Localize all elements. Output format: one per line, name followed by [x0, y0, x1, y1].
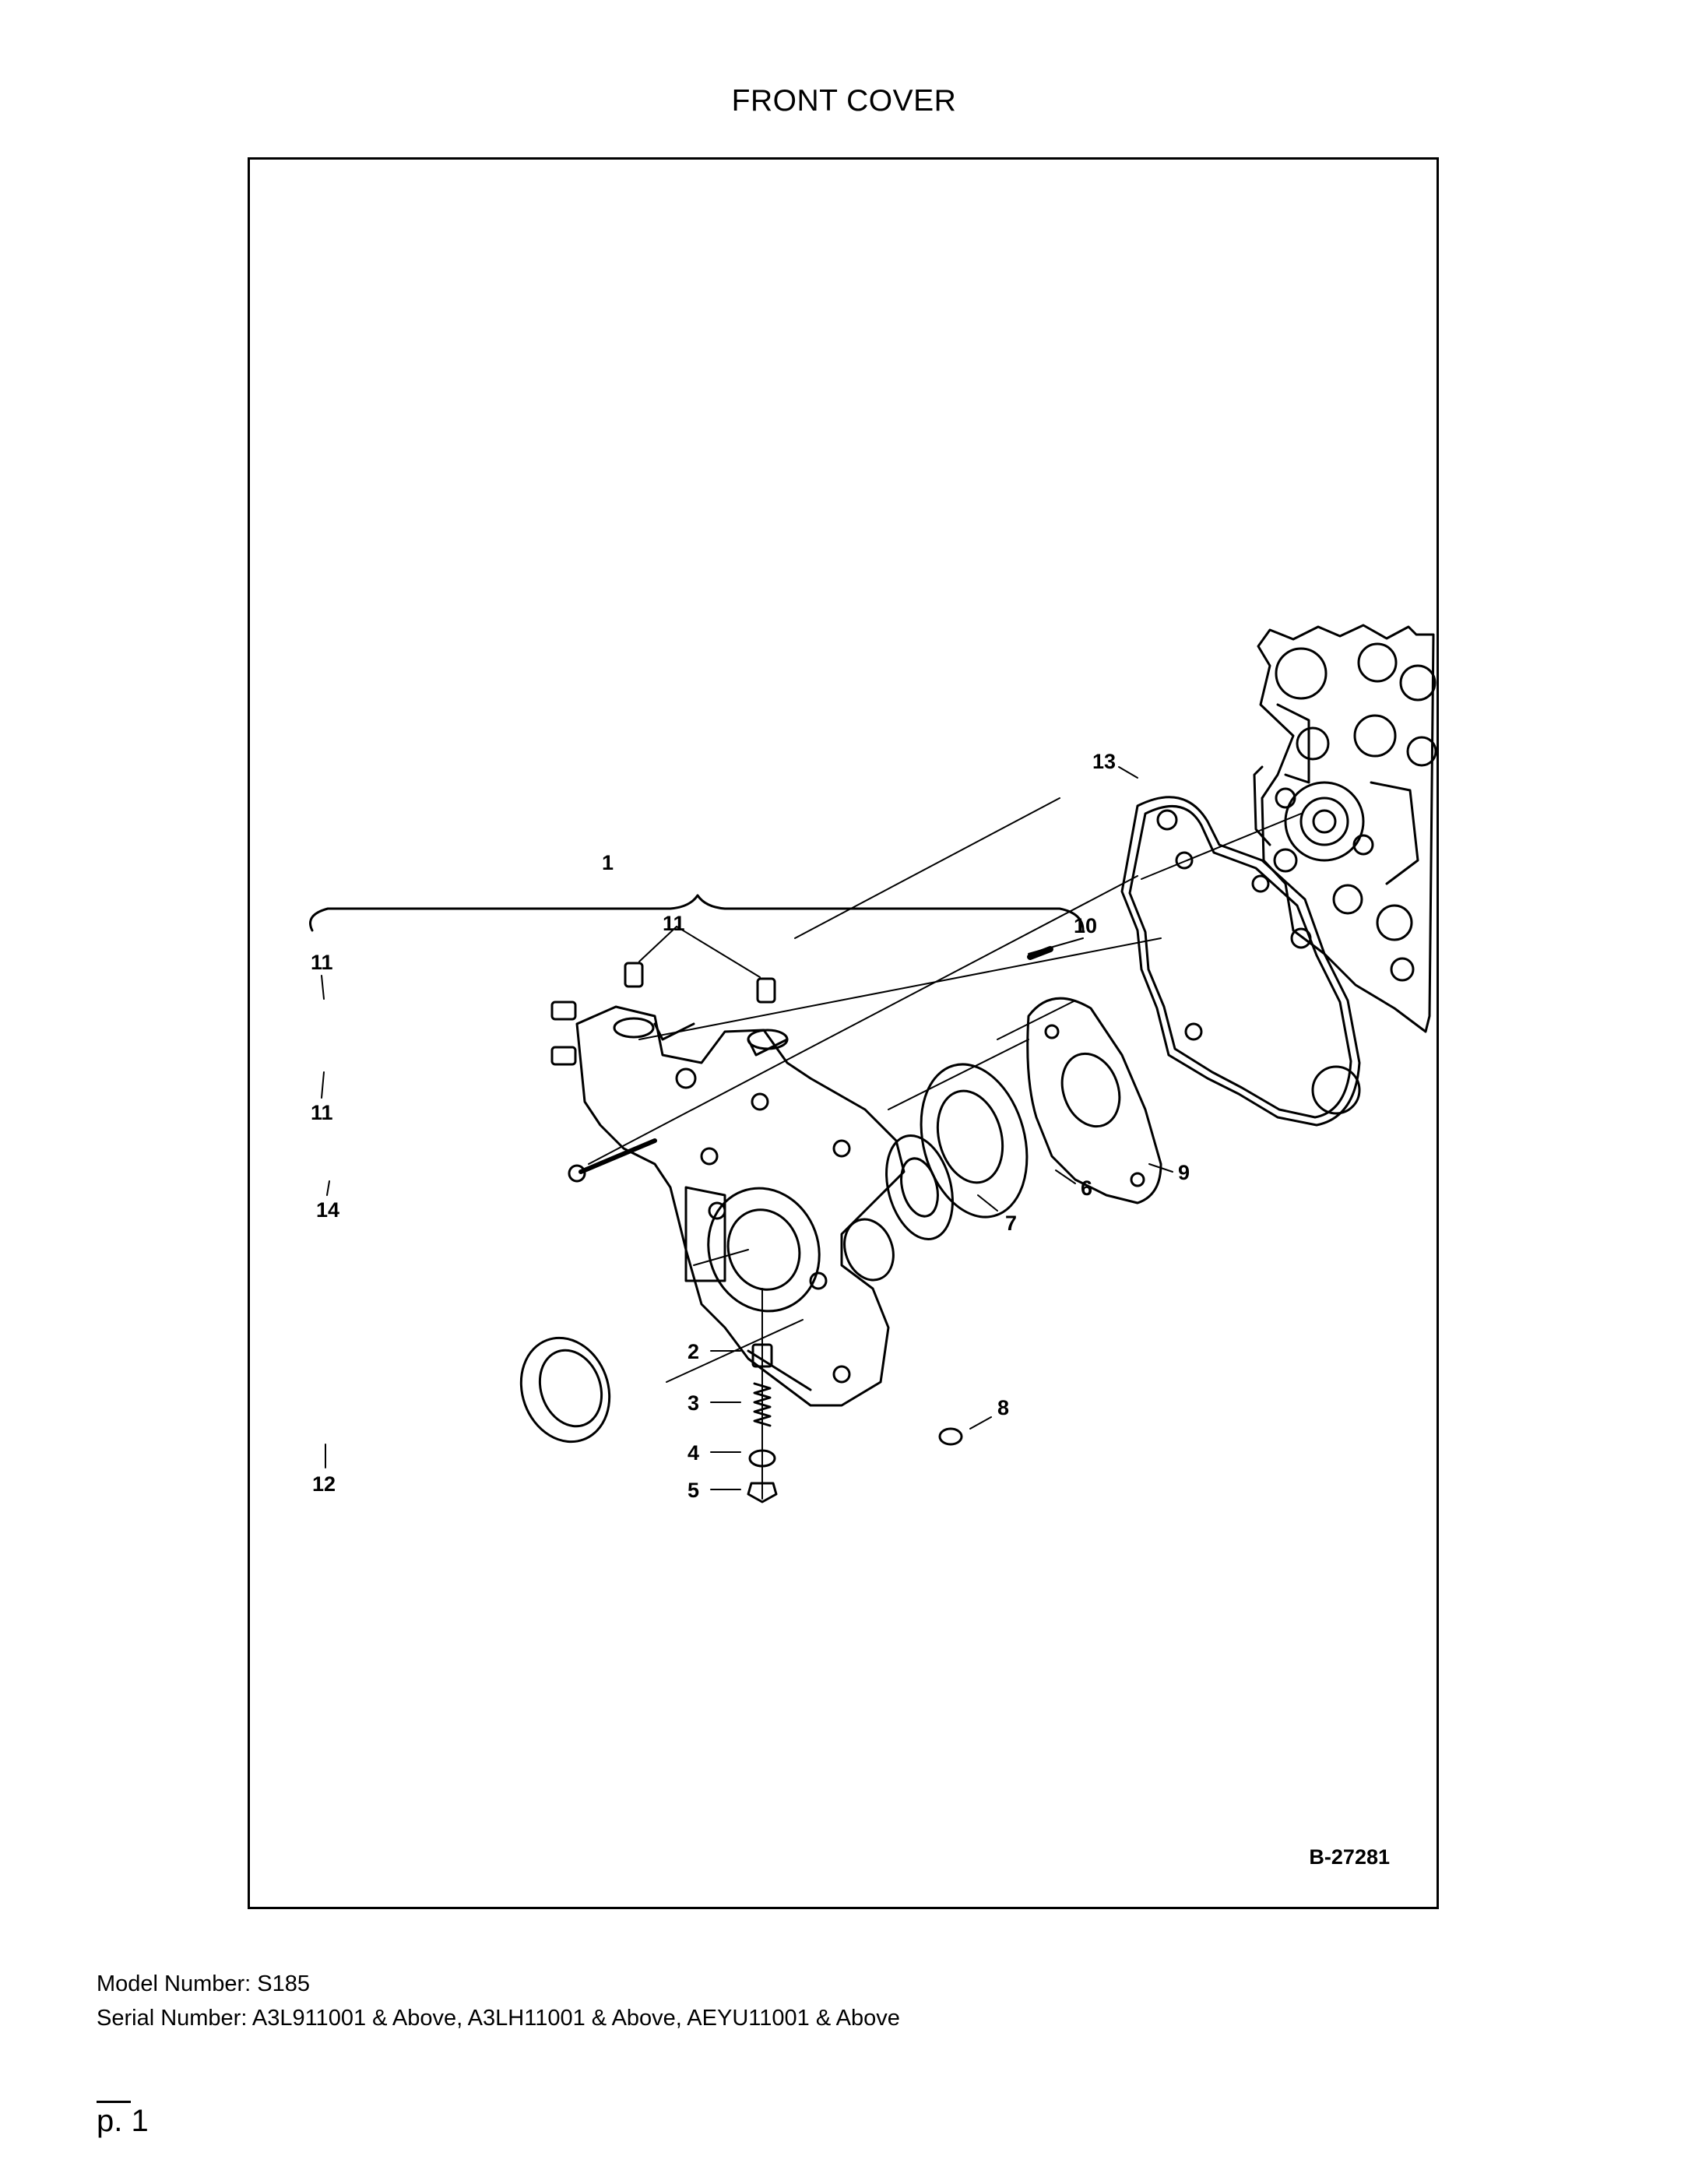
page-number: p. 1: [97, 2104, 149, 2138]
callout-10: 10: [1074, 914, 1097, 937]
diagram-frame: 1 2 3 4 5 6 7 8 9 10 11 11 11 12 13 14 B…: [248, 157, 1439, 1909]
page-title: FRONT COVER: [731, 84, 957, 118]
outer-rotor: [920, 1063, 1029, 1219]
callout-13: 13: [1092, 750, 1116, 773]
callout-3: 3: [688, 1391, 699, 1415]
guide-lines: [588, 797, 1302, 1383]
callout-11-left-lower: 11: [311, 1101, 333, 1124]
callout-5: 5: [688, 1479, 699, 1502]
gasket: [1120, 796, 1361, 1127]
callout-2: 2: [688, 1340, 699, 1363]
inner-rotor: [885, 1134, 954, 1240]
serial-number: Serial Number: A3L911001 & Above, A3LH11…: [97, 2006, 900, 2031]
footer-info: Model Number: S185 Serial Number: A3L911…: [97, 1967, 900, 2035]
callout-11-top: 11: [663, 912, 685, 935]
front-cover-housing: [575, 1005, 906, 1407]
callout-12: 12: [312, 1472, 336, 1496]
callout-14: 14: [316, 1198, 339, 1222]
callout-7: 7: [1005, 1212, 1017, 1235]
callout-8: 8: [997, 1396, 1009, 1419]
pump-cover-plate: [1026, 997, 1162, 1205]
callout-1: 1: [602, 851, 614, 874]
callout-4: 4: [688, 1441, 699, 1465]
callout-9: 9: [1178, 1161, 1190, 1184]
exploded-parts-diagram: 1 2 3 4 5 6 7 8 9 10 11 11 11 12 13 14: [309, 624, 1437, 1503]
oil-seal: [519, 1336, 611, 1444]
model-number: Model Number: S185: [97, 1971, 311, 1996]
callout-1-bracket: [309, 894, 1085, 932]
figure-reference: B-27281: [1309, 1845, 1390, 1869]
page-number-rule: [97, 2101, 131, 2103]
engine-block: [1253, 624, 1437, 1033]
callout-11-left-upper: 11: [311, 951, 333, 974]
callout-6: 6: [1081, 1176, 1092, 1200]
